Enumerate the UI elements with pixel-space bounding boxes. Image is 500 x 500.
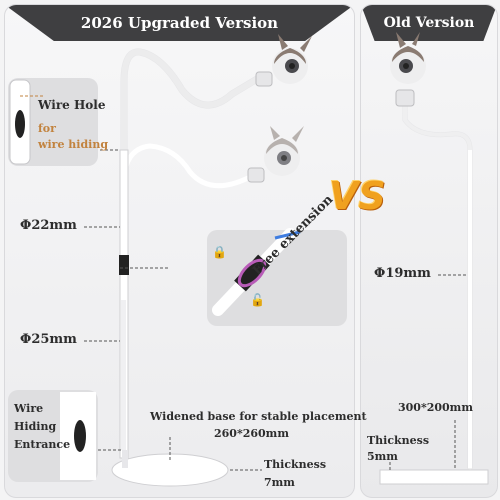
old-diameter-label: Φ19mm xyxy=(374,266,431,281)
height-clamp xyxy=(119,255,129,275)
new-thickness-label: Thickness xyxy=(264,458,327,471)
wire-entrance-icon xyxy=(74,420,86,452)
lower-diameter-label: Φ25mm xyxy=(20,332,77,347)
upper-diameter-label: Φ22mm xyxy=(20,218,77,233)
wire-hole-sub-1: for xyxy=(38,122,56,135)
old-version-header: Old Version xyxy=(361,5,497,41)
base-description: Widened base for stable placement xyxy=(150,410,367,423)
lock-icon: 🔒 xyxy=(212,245,227,259)
upper-gooseneck xyxy=(121,48,265,153)
old-version-panel: Old Version xyxy=(360,4,498,498)
new-thickness-value: 7mm xyxy=(264,476,295,489)
old-gooseneck xyxy=(403,94,472,470)
upgraded-version-header: 2026 Upgraded Version xyxy=(5,5,354,41)
old-rectangular-base xyxy=(379,469,489,485)
wire-entrance-line-2: Hiding xyxy=(14,420,57,433)
old-base-size: 300*200mm xyxy=(398,401,473,414)
extension-arrow-icon xyxy=(274,230,301,240)
wire-hole-sub-2: wire hiding xyxy=(38,138,109,151)
vs-badge: VS xyxy=(329,174,386,218)
base-size: 260*260mm xyxy=(214,427,289,440)
unlock-icon: 🔓 xyxy=(250,293,265,307)
old-thickness-label: Thickness xyxy=(367,434,430,447)
camera-upper xyxy=(255,34,312,87)
camera-old xyxy=(390,32,426,107)
wire-hole-title: Wire Hole xyxy=(38,98,106,112)
wire-entrance-line-3: Entrance xyxy=(14,438,71,451)
free-extension-callout xyxy=(207,230,347,326)
wire-hole-icon xyxy=(15,110,25,138)
camera-lower xyxy=(247,126,304,183)
wire-entrance-line-1: Wire xyxy=(14,402,44,415)
lower-gooseneck xyxy=(121,143,265,189)
old-thickness-value: 5mm xyxy=(367,450,398,463)
